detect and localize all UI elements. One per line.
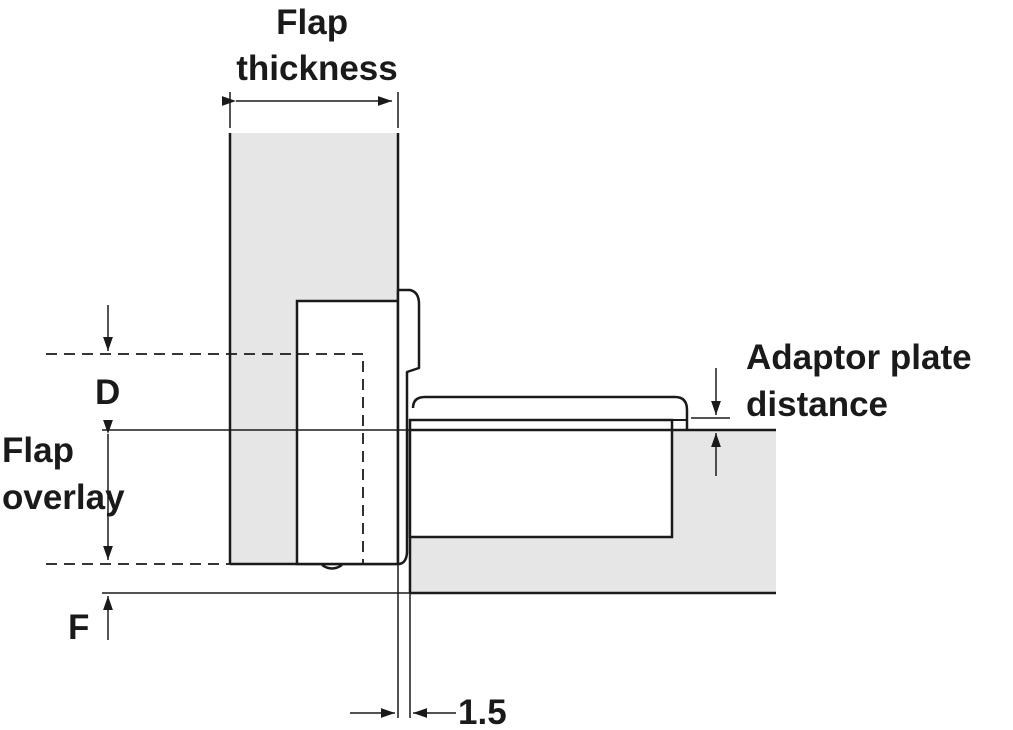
f-label: F	[68, 608, 89, 647]
hinge-knuckle	[396, 288, 421, 566]
hinge-arm	[411, 395, 689, 430]
flap-overlay-label: Flap overlay	[2, 431, 125, 517]
d-label: D	[95, 373, 120, 412]
hinge-cup-foot	[321, 563, 343, 570]
flap-overlay-label-line1: Flap	[2, 431, 74, 470]
adaptor-plate-distance-label-line2: distance	[746, 385, 888, 424]
flap-thickness-label: Flap thickness	[236, 3, 397, 88]
mounting-plate	[408, 418, 674, 539]
flap-overlay-label-line2: overlay	[2, 478, 125, 517]
flap-thickness-label-line2: thickness	[236, 49, 397, 88]
gap-label: 1.5	[458, 693, 507, 730]
adaptor-plate-distance-label-line1: Adaptor plate	[746, 338, 972, 377]
flap-thickness-label-line1: Flap	[276, 3, 348, 42]
hinge-cup	[295, 299, 400, 566]
adaptor-plate-distance-label: Adaptor plate distance	[746, 338, 981, 424]
cup-outline-dashed	[46, 353, 364, 564]
